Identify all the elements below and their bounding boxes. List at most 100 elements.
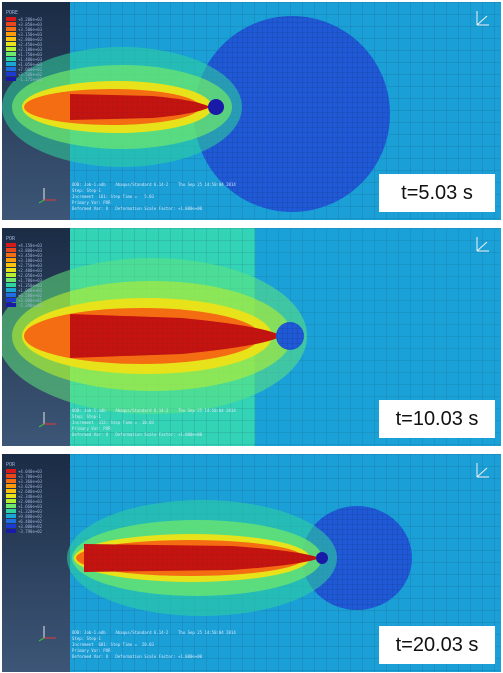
legend-swatch [6, 77, 16, 81]
legend-value: +6.500e+02 [18, 293, 43, 298]
legend-swatch [6, 278, 16, 282]
legend-entry: +1.400e+03 [6, 57, 64, 62]
legend-entry: +2.340e+03 [6, 494, 64, 499]
legend-value: +2.750e+03 [18, 263, 43, 268]
axis-triad-icon [38, 408, 58, 428]
legend-value: +3.700e+03 [18, 474, 43, 479]
legend-entry: +4.150e+03 [6, 243, 64, 248]
odb-info-text: ODB: Job-1.odb Abaqus/Standard 6.14-2 Th… [72, 630, 236, 659]
legend-value: +1.350e+03 [18, 283, 43, 288]
legend-swatch [6, 283, 16, 287]
legend-swatch [6, 489, 16, 493]
odb-info-text: ODB: Job-1.odb Abaqus/Standard 6.14-2 Th… [72, 408, 236, 437]
simulation-panel-3: POR+4.040e+03+3.700e+03+3.360e+03+3.020e… [2, 454, 501, 672]
legend-value: +1.320e+03 [18, 509, 43, 514]
legend-swatch [6, 288, 16, 292]
legend-swatch [6, 32, 16, 36]
view-triad-icon [473, 460, 493, 480]
legend-entry: +1.660e+03 [6, 504, 64, 509]
legend-swatch [6, 494, 16, 498]
legend-swatch [6, 42, 16, 46]
legend-swatch [6, 52, 16, 56]
legend-swatch [6, 474, 16, 478]
legend-entry: +2.050e+03 [6, 273, 64, 278]
legend-swatch [6, 504, 16, 508]
legend-swatch [6, 248, 16, 252]
legend-value: +3.500e+03 [18, 27, 43, 32]
legend-swatch [6, 303, 16, 307]
legend-entry: +2.800e+03 [6, 37, 64, 42]
legend-value: +1.700e+03 [18, 278, 43, 283]
legend-entry: +3.360e+03 [6, 479, 64, 484]
legend-value: -1.175e+02 [18, 77, 43, 82]
legend-entry: +2.450e+03 [6, 42, 64, 47]
legend-swatch [6, 469, 16, 473]
legend-swatch [6, 263, 16, 267]
legend-entry: +1.750e+03 [6, 52, 64, 57]
legend-entry: +1.320e+03 [6, 509, 64, 514]
legend-entry: +2.100e+03 [6, 47, 64, 52]
legend-entry: +3.000e+02 [6, 298, 64, 303]
legend-swatch [6, 27, 16, 31]
legend-value: +2.100e+03 [18, 47, 43, 52]
legend-value: +3.360e+03 [18, 479, 43, 484]
legend-value: +4.200e+03 [18, 17, 43, 22]
legend-swatch [6, 57, 16, 61]
legend-entry: +3.450e+03 [6, 253, 64, 258]
time-label: t=5.03 s [379, 174, 495, 212]
legend-value: +3.020e+03 [18, 484, 43, 489]
legend-value: +2.680e+03 [18, 489, 43, 494]
legend-entry: +3.020e+03 [6, 484, 64, 489]
legend-entry: +3.500e+03 [6, 27, 64, 32]
legend-value: +2.050e+03 [18, 273, 43, 278]
legend-title: PORE [6, 10, 19, 16]
legend-entry: -5.390e+01 [6, 303, 64, 308]
legend-swatch [6, 499, 16, 503]
legend-title: POR [6, 236, 16, 242]
legend-value: +2.450e+03 [18, 42, 43, 47]
legend-entry: +1.050e+03 [6, 62, 64, 67]
axis-triad-icon [38, 184, 58, 204]
legend-title: POR [6, 462, 16, 468]
legend-entry: +2.680e+03 [6, 489, 64, 494]
legend-swatch [6, 62, 16, 66]
legend-swatch [6, 37, 16, 41]
legend-swatch [6, 47, 16, 51]
legend-value: +1.750e+03 [18, 52, 43, 57]
legend-value: +2.000e+03 [18, 499, 43, 504]
legend-swatch [6, 529, 16, 533]
legend-swatch [6, 72, 16, 76]
view-triad-icon [473, 234, 493, 254]
time-label: t=10.03 s [379, 400, 495, 438]
legend-entry: +2.000e+03 [6, 499, 64, 504]
legend-entry: +3.700e+03 [6, 474, 64, 479]
legend-swatch [6, 484, 16, 488]
legend-entry: -1.175e+02 [6, 77, 64, 82]
legend-entry: -3.790e+02 [6, 529, 64, 534]
legend-entry: +3.000e+02 [6, 524, 64, 529]
odb-info-text: ODB: Job-1.odb Abaqus/Standard 6.14-2 Th… [72, 182, 236, 211]
legend-swatch [6, 258, 16, 262]
legend-entry: +9.800e+02 [6, 514, 64, 519]
legend-value: +1.660e+03 [18, 504, 43, 509]
legend-entry: +4.040e+03 [6, 469, 64, 474]
legend-value: +2.800e+03 [18, 37, 43, 42]
legend-value: +3.800e+03 [18, 248, 43, 253]
legend-swatch [6, 293, 16, 297]
contour-plot [2, 2, 501, 220]
legend-swatch [6, 273, 16, 277]
legend-swatch [6, 514, 16, 518]
legend-value: +3.100e+03 [18, 258, 43, 263]
legend-entry: +2.400e+03 [6, 268, 64, 273]
legend-swatch [6, 17, 16, 21]
legend-value: -3.790e+02 [18, 529, 43, 534]
legend-swatch [6, 22, 16, 26]
legend-entry: +1.700e+03 [6, 278, 64, 283]
legend-entry: +3.800e+03 [6, 248, 64, 253]
legend-swatch [6, 298, 16, 302]
time-label: t=20.03 s [379, 626, 495, 664]
legend-swatch [6, 524, 16, 528]
legend-swatch [6, 268, 16, 272]
view-triad-icon [473, 8, 493, 28]
legend-value: +9.800e+02 [18, 514, 43, 519]
